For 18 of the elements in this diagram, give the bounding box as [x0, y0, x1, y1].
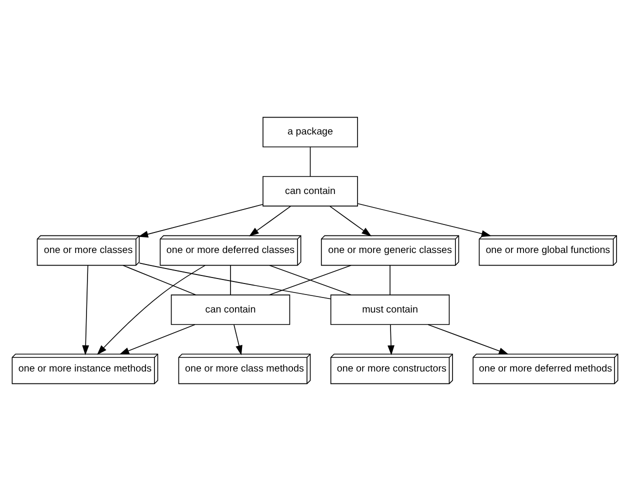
node-box: must contain [330, 294, 450, 324]
connector [138, 262, 332, 299]
arrow [119, 324, 196, 354]
arrow [249, 205, 291, 236]
arrow [357, 202, 492, 237]
arrow [96, 264, 206, 354]
arrow [138, 203, 264, 238]
connector [230, 264, 231, 295]
arrow [330, 205, 372, 236]
arrow [388, 324, 394, 355]
node-box: can contain [262, 176, 358, 206]
connector [122, 264, 196, 295]
node-box: can contain [170, 294, 290, 324]
node-box: a package [262, 116, 358, 147]
arrow [428, 324, 509, 354]
arrow [82, 264, 90, 355]
connector [310, 146, 311, 176]
arrow [234, 324, 242, 355]
